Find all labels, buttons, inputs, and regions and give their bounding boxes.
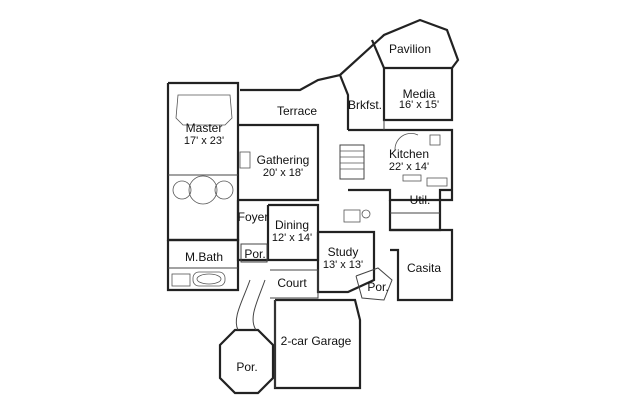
kitchen-dims: 22' x 14' [389,161,429,173]
fixtures [171,94,448,287]
terrace-label: Terrace [277,104,317,118]
gathering-label: Gathering [257,153,310,167]
mbath-label: M.Bath [185,250,223,264]
gathering-dims: 20' x 18' [263,167,303,179]
walls [166,18,460,395]
foyer-label: Foyer [238,210,269,224]
study-label: Study [328,245,359,259]
dining-dims: 12' x 14' [272,232,312,244]
media-dims: 16' x 15' [399,99,439,111]
media-label: Media [403,87,436,101]
util-label: Util. [410,193,431,207]
por-garage-label: Por. [236,360,257,374]
court-label: Court [277,276,307,290]
master-label: Master [186,121,223,135]
pavilion-label: Pavilion [389,42,431,56]
study-dims: 13' x 13' [323,259,363,271]
casita-label: Casita [407,261,441,275]
garage-label: 2-car Garage [281,334,352,348]
por-front-label: Por. [244,247,265,261]
room-labels: Pavilion Media 16' x 15' Brkfst. Terrace… [184,42,441,374]
brkfst-label: Brkfst. [348,98,382,112]
dining-label: Dining [275,218,309,232]
master-dims: 17' x 23' [184,135,224,147]
por-casita-label: Por. [367,280,388,294]
kitchen-label: Kitchen [389,147,429,161]
